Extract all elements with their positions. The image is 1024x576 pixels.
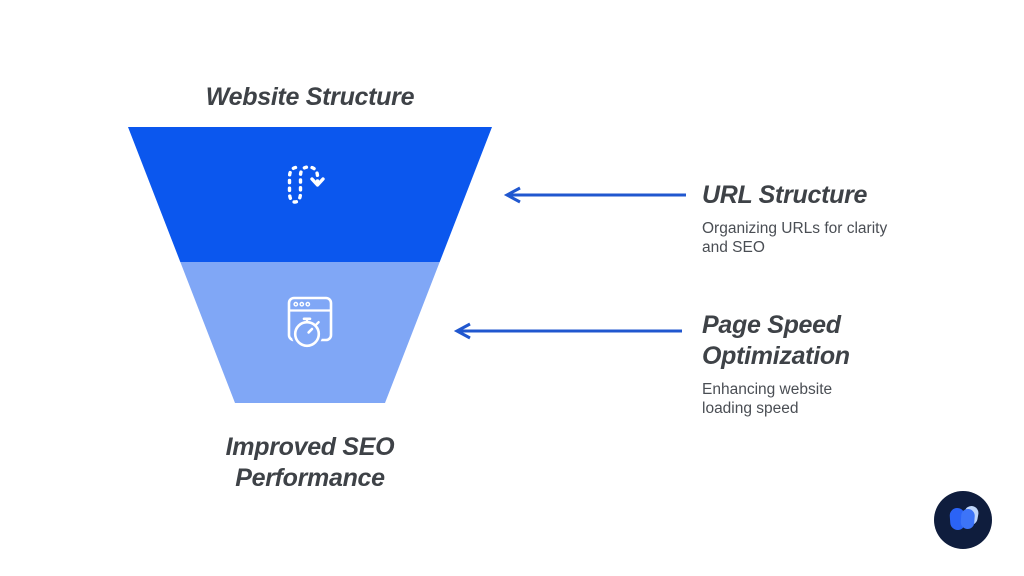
diagram-title: Website Structure (205, 83, 415, 111)
annotation-page-speed: Page Speed Optimization Enhancing websit… (702, 310, 850, 418)
funnel-stage-url-structure (128, 127, 492, 262)
annotation-description-line: loading speed (702, 400, 799, 417)
result-label-line: Improved SEO (225, 433, 395, 461)
browser-stopwatch-icon (278, 295, 342, 358)
annotation-heading: URL Structure (702, 180, 887, 211)
annotation-description-line: Enhancing website (702, 381, 833, 398)
annotation-description: Organizing URLs for clarity and SEO (702, 219, 887, 257)
annotation-heading: Page Speed Optimization (702, 310, 850, 372)
arrow-url-structure (499, 186, 689, 204)
annotation-description: Enhancing website loading speed (702, 380, 850, 418)
arrow-page-speed (449, 322, 685, 340)
route-icon (282, 158, 338, 219)
annotation-heading-line: URL Structure (702, 181, 868, 209)
funnel (128, 127, 492, 403)
whimsical-logo-mark (949, 506, 979, 530)
annotation-url-structure: URL Structure Organizing URLs for clarit… (702, 180, 887, 257)
annotation-description-line: and SEO (702, 239, 765, 256)
annotation-heading-line: Page Speed (702, 311, 841, 339)
result-label: Improved SEO Performance (128, 432, 492, 494)
result-label-line: Performance (235, 464, 385, 492)
whimsical-logo (934, 491, 992, 549)
annotation-description-line: Organizing URLs for clarity (702, 220, 888, 237)
annotation-heading-line: Optimization (702, 342, 850, 370)
